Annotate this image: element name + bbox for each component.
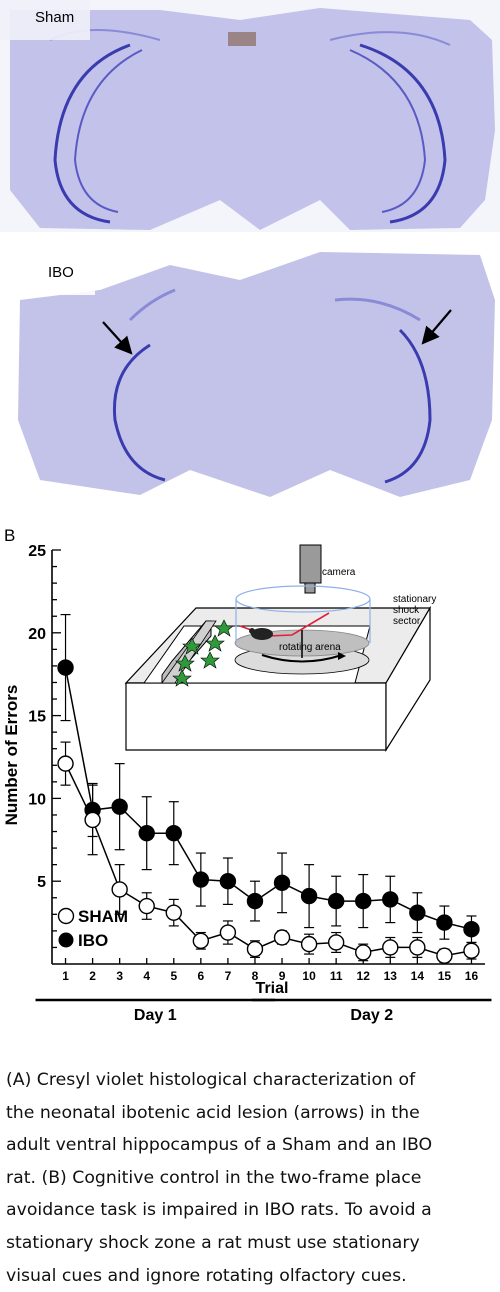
data-point-ibo: [436, 914, 453, 931]
data-point-sham: [327, 934, 345, 951]
data-point-sham: [138, 897, 155, 915]
figure-caption: (A) Cresyl violet histological character…: [6, 1064, 496, 1292]
data-point-sham: [409, 939, 426, 956]
series-sham: [57, 741, 480, 964]
data-point-sham: [111, 881, 128, 898]
sector-label-line-3: sector: [393, 616, 421, 627]
data-point-sham: [436, 947, 453, 964]
data-point-sham: [192, 932, 210, 950]
caption-line-4: rat. (B) Cognitive control in the two-fr…: [6, 1167, 422, 1188]
x-tick-label: 12: [357, 969, 371, 983]
x-tick-label: 2: [89, 969, 96, 983]
data-point-ibo: [382, 891, 399, 908]
data-point-ibo: [219, 873, 237, 890]
data-point-ibo: [327, 892, 345, 910]
day-label-2: Day 2: [350, 1007, 393, 1024]
x-tick-label: 10: [302, 969, 316, 983]
series-line-sham: [64, 763, 472, 957]
caption-line-3: adult ventral hippocampus of a Sham and …: [6, 1135, 433, 1156]
x-tick-label: 16: [465, 969, 479, 983]
ibo-brain-section: [0, 250, 500, 500]
caption-line-1: (A) Cresyl violet histological character…: [6, 1070, 416, 1090]
caption-line-6: stationary shock zone a rat must use sta…: [6, 1232, 420, 1253]
apparatus-inset: [124, 544, 432, 753]
x-tick-label: 3: [116, 969, 123, 983]
y-axis-label: Number of Errors: [2, 685, 21, 826]
x-tick-label: 4: [143, 969, 150, 983]
lesion-arrow-left: [102, 321, 133, 355]
data-point-ibo: [246, 892, 264, 910]
x-tick-label: 9: [279, 969, 286, 983]
sham-brain-section: [0, 0, 500, 232]
y-tick-label: 5: [37, 874, 46, 891]
camera-label: camera: [322, 567, 356, 578]
sham-label: Sham: [35, 9, 74, 26]
sector-label-line-1: stationary: [393, 594, 436, 605]
legend-ibo-marker: [58, 932, 74, 948]
series-line-ibo: [64, 667, 472, 930]
x-axis-label: Trial: [256, 980, 289, 997]
data-point-ibo: [300, 887, 318, 905]
panel-b-label: B: [4, 526, 15, 545]
x-tick-label: 11: [330, 969, 343, 983]
data-point-sham: [57, 755, 74, 772]
data-point-sham: [355, 944, 372, 961]
arena-label: rotating arena: [279, 642, 341, 653]
data-series: [57, 613, 480, 964]
y-tick-label: 15: [28, 709, 46, 726]
x-tick-label: 13: [384, 969, 398, 983]
y-tick-label: 20: [28, 626, 46, 643]
caption-line-5: avoidance task is impaired in IBO rats. …: [6, 1200, 432, 1221]
data-point-sham: [219, 924, 237, 941]
data-point-sham: [300, 935, 318, 953]
x-tick-label: 5: [170, 969, 177, 983]
data-point-sham: [84, 811, 101, 829]
x-tick-label: 6: [198, 969, 205, 983]
y-tick-label: 10: [28, 791, 46, 808]
data-point-ibo: [409, 904, 426, 921]
legend-sham-marker: [57, 907, 75, 925]
x-tick-label: 7: [225, 969, 232, 983]
data-point-sham: [382, 939, 399, 956]
sector-label-line-2: shock: [393, 605, 420, 616]
caption-line-7: visual cues and ignore rotating olfactor…: [6, 1265, 407, 1286]
data-point-ibo: [138, 824, 155, 842]
data-point-ibo: [111, 798, 128, 815]
x-tick-label: 1: [62, 969, 69, 983]
x-tick-label: 14: [411, 969, 425, 983]
legend: SHAM IBO: [57, 907, 128, 950]
data-point-ibo: [57, 659, 74, 676]
data-point-sham: [165, 904, 182, 921]
data-point-ibo: [192, 871, 210, 888]
series-ibo: [57, 613, 480, 944]
legend-sham-label: SHAM: [78, 907, 128, 926]
data-point-sham: [463, 942, 480, 959]
y-tick-label: 25: [28, 543, 46, 560]
x-tick-label: 15: [438, 969, 452, 983]
day-groups: Day 1 Day 2: [35, 998, 492, 1024]
data-point-ibo: [273, 874, 291, 892]
day-label-1: Day 1: [134, 1007, 177, 1024]
data-point-ibo: [165, 824, 182, 842]
data-point-sham: [273, 929, 291, 946]
data-point-ibo: [463, 921, 480, 938]
data-point-ibo: [355, 892, 372, 910]
lesion-arrow-right: [421, 309, 452, 345]
x-tick-label: 8: [252, 969, 259, 983]
caption-line-2: the neonatal ibotenic acid lesion (arrow…: [6, 1102, 420, 1123]
legend-ibo-label: IBO: [78, 931, 108, 950]
data-point-sham: [246, 940, 264, 958]
ibo-image-label: IBO: [48, 264, 74, 281]
